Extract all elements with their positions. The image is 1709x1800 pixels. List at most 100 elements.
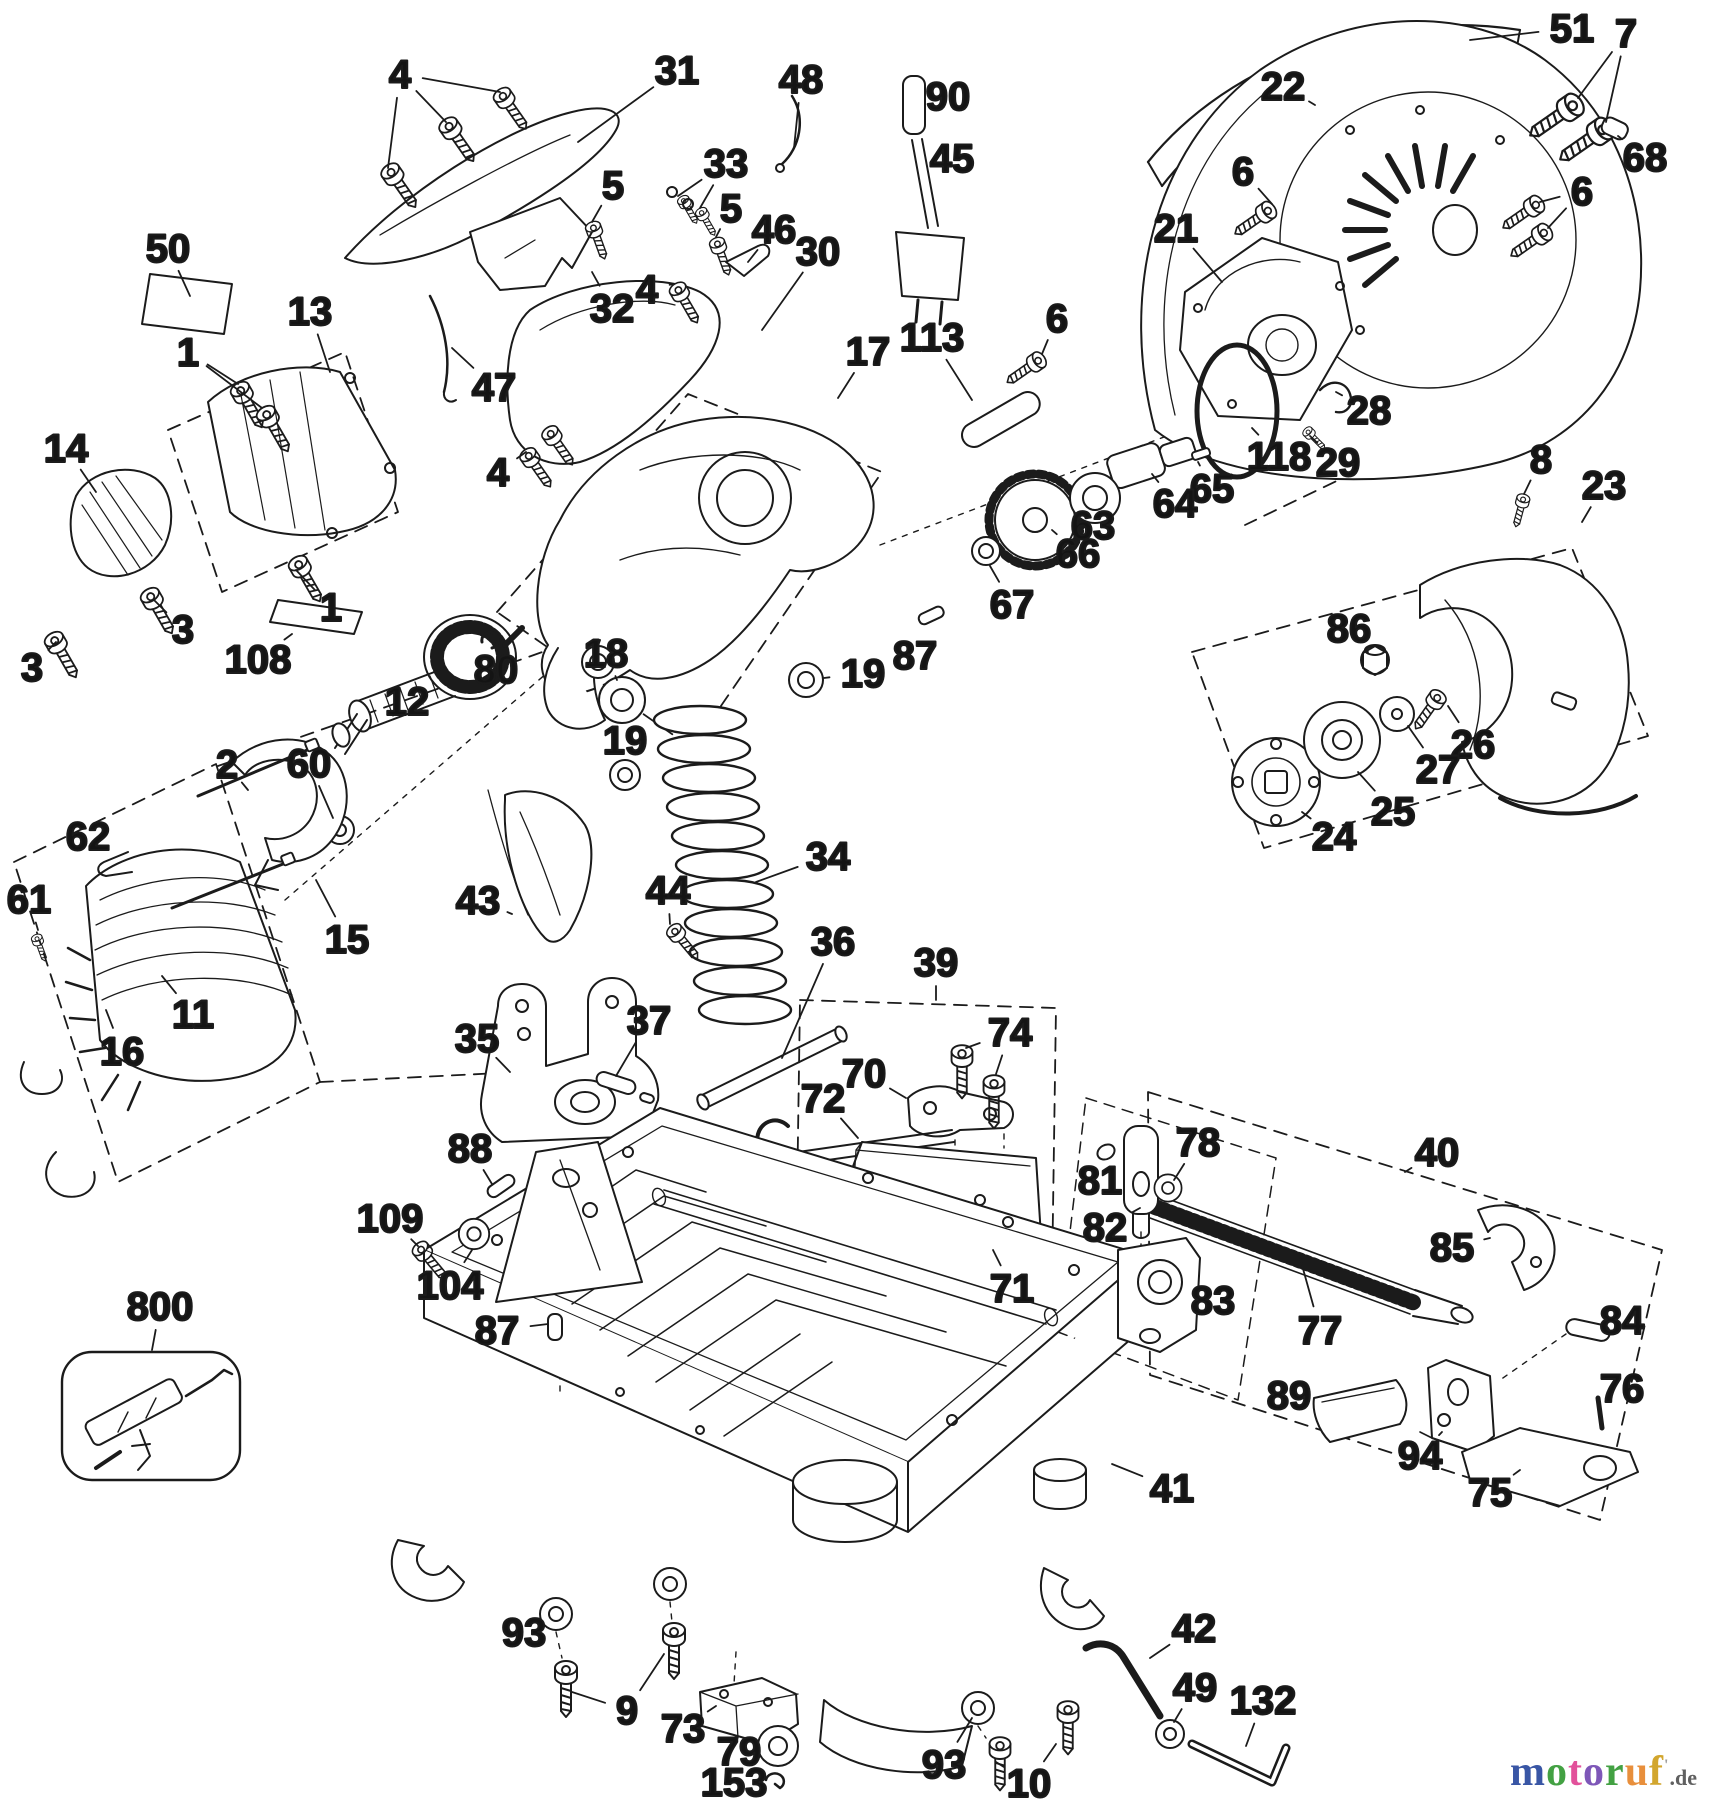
part-label-108: 108 bbox=[225, 638, 292, 682]
leader-line-5 bbox=[715, 228, 721, 238]
pivot-casting-shape bbox=[495, 1141, 643, 1303]
rubber-feet-shapes bbox=[390, 1539, 1105, 1774]
leader-line-7 bbox=[1605, 55, 1622, 123]
leader-line-109 bbox=[410, 1238, 419, 1247]
long-through-bolts-shapes bbox=[170, 737, 320, 910]
part-label-104: 104 bbox=[417, 1264, 484, 1308]
part-label-18: 18 bbox=[584, 632, 629, 676]
part-label-118: 118 bbox=[1247, 435, 1312, 479]
field-coil-shape bbox=[64, 848, 297, 1112]
leader-line-72 bbox=[840, 1117, 859, 1139]
leader-line-4 bbox=[415, 90, 447, 123]
part-label-68: 68 bbox=[1623, 136, 1668, 180]
watermark-letter: o bbox=[1546, 1749, 1569, 1795]
leader-line-25 bbox=[1357, 771, 1376, 792]
part-label-61: 61 bbox=[7, 878, 52, 922]
part-label-1: 1 bbox=[320, 586, 342, 630]
nameplate-shape bbox=[141, 273, 233, 335]
part-label-82: 82 bbox=[1083, 1206, 1128, 1250]
spring-shape bbox=[652, 704, 793, 1026]
leader-line-29 bbox=[1309, 435, 1319, 444]
leader-line-113 bbox=[945, 358, 973, 401]
part-label-132: 132 bbox=[1230, 1679, 1297, 1723]
deflector-shape bbox=[487, 789, 593, 943]
part-label-21: 21 bbox=[1154, 207, 1199, 251]
leader-line-42 bbox=[1149, 1643, 1171, 1659]
leader-line-6 bbox=[1041, 339, 1049, 355]
part-label-22: 22 bbox=[1261, 65, 1306, 109]
part-label-113: 113 bbox=[900, 316, 965, 360]
watermark-letter: m bbox=[1510, 1749, 1547, 1795]
leader-line-75 bbox=[1512, 1469, 1521, 1476]
leader-line-31 bbox=[577, 86, 655, 143]
part-label-6: 6 bbox=[1571, 170, 1593, 214]
leader-line-65 bbox=[1197, 461, 1201, 467]
leader-line-104 bbox=[463, 1249, 473, 1264]
leader-line-78 bbox=[1173, 1163, 1186, 1181]
leader-line-41 bbox=[1111, 1463, 1144, 1478]
part-label-74: 74 bbox=[988, 1011, 1033, 1055]
top-handle-shape bbox=[344, 107, 620, 265]
screws-and-washers bbox=[29, 83, 1629, 1792]
leader-line-68 bbox=[1617, 135, 1624, 141]
part-label-43: 43 bbox=[456, 879, 501, 923]
part-label-11: 11 bbox=[172, 993, 214, 1037]
watermark-letter: t bbox=[1568, 1749, 1584, 1795]
leader-line-32 bbox=[591, 271, 601, 287]
leader-line-2 bbox=[240, 781, 249, 791]
part-label-13: 13 bbox=[288, 290, 333, 334]
part-label-60: 60 bbox=[287, 742, 332, 786]
part-label-62: 62 bbox=[66, 815, 111, 859]
part-label-73: 73 bbox=[661, 1707, 706, 1751]
part-label-90: 90 bbox=[926, 75, 971, 119]
part-label-28: 28 bbox=[1347, 389, 1392, 433]
part-label-153: 153 bbox=[701, 1761, 768, 1800]
part-label-80: 80 bbox=[474, 648, 519, 692]
leader-line-40 bbox=[1404, 1167, 1413, 1173]
part-label-87: 87 bbox=[475, 1309, 520, 1353]
part-label-109: 109 bbox=[357, 1197, 424, 1241]
leader-line-94 bbox=[1438, 1431, 1443, 1436]
part-label-19: 19 bbox=[603, 719, 648, 763]
motor-housing-shape bbox=[207, 366, 397, 539]
leader-line-10 bbox=[1043, 1743, 1057, 1763]
part-label-76: 76 bbox=[1600, 1367, 1645, 1411]
leader-line-14 bbox=[79, 468, 97, 493]
leader-line-30 bbox=[761, 271, 804, 331]
part-label-70: 70 bbox=[842, 1052, 887, 1096]
part-label-32: 32 bbox=[590, 287, 635, 331]
leader-line-77 bbox=[1299, 1257, 1315, 1308]
leader-line-3 bbox=[47, 641, 57, 651]
part-label-37: 37 bbox=[627, 999, 672, 1043]
leader-line-60 bbox=[318, 785, 334, 819]
field-wires-shapes bbox=[19, 851, 133, 1198]
leader-line-7 bbox=[1577, 51, 1613, 99]
leader-line-4 bbox=[516, 451, 527, 460]
leader-line-33 bbox=[699, 184, 715, 209]
leader-line-82 bbox=[1131, 1207, 1141, 1214]
leader-line-4 bbox=[421, 77, 501, 93]
part-label-2: 2 bbox=[216, 743, 238, 787]
leader-line-6 bbox=[1539, 195, 1561, 203]
leader-line-800 bbox=[151, 1329, 157, 1351]
part-label-87: 87 bbox=[893, 634, 938, 678]
leader-line-15 bbox=[315, 879, 337, 918]
leader-line-87 bbox=[529, 1323, 549, 1327]
part-label-9: 9 bbox=[616, 1689, 638, 1733]
leader-line-24 bbox=[1301, 811, 1312, 820]
leader-line-46 bbox=[747, 249, 759, 263]
leader-line-85 bbox=[1483, 1237, 1491, 1241]
part-label-86: 86 bbox=[1327, 607, 1372, 651]
part-label-48: 48 bbox=[779, 58, 824, 102]
part-label-78: 78 bbox=[1176, 1121, 1221, 1165]
pivot-rod-shape bbox=[696, 1025, 848, 1111]
part-label-45: 45 bbox=[930, 137, 975, 181]
leader-line-48 bbox=[793, 102, 800, 149]
leader-line-5 bbox=[591, 204, 603, 223]
leader-line-67 bbox=[989, 565, 1000, 583]
part-label-94: 94 bbox=[1398, 1434, 1443, 1478]
part-label-93: 93 bbox=[922, 1743, 967, 1787]
